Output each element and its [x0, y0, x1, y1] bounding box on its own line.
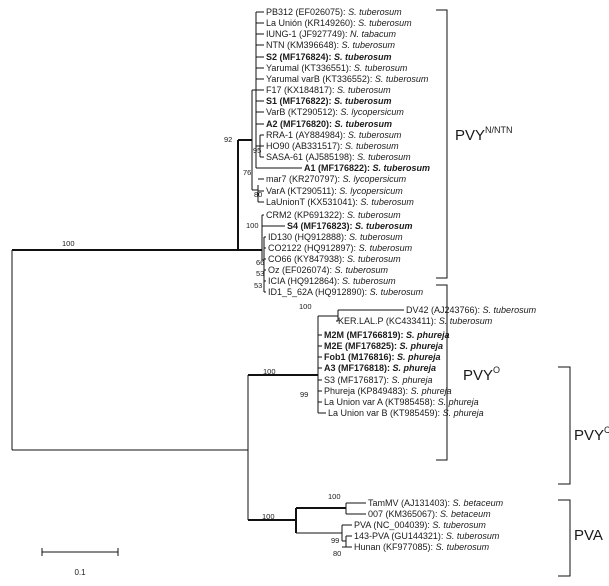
leaf-label: S4 (MF176823): S. tuberosum	[287, 221, 413, 231]
scale-bar-line	[41, 548, 119, 556]
bootstrap-value: 66	[256, 258, 264, 267]
leaf-label: ICIA (HQ912864): S. tuberosum	[268, 276, 396, 286]
leaf-label: A1 (MF176822): S. tuberosum	[304, 163, 430, 173]
leaf-label: M2M (MF1766819): S. phureja	[324, 330, 450, 340]
leaf-label: KER.LAL.P (KC433411): S. tuberosum	[338, 316, 493, 326]
leaf-label: CRM2 (KP691322): S. tuberosum	[266, 210, 401, 220]
clade-label-pvy-ntn: PVYN/NTN	[455, 125, 513, 144]
clade-label-pvy-o: PVYO	[463, 365, 500, 384]
leaf-label: ID130 (HQ912888): S. tuberosum	[268, 232, 403, 242]
bootstrap-value: 80	[254, 190, 262, 199]
leaf-label: La Unión (KR149260): S. tuberosum	[266, 18, 412, 28]
leaf-label: La Union var B (KT985459): S. phureja	[328, 408, 484, 418]
leaf-label: S2 (MF176824): S. tuberosum	[266, 52, 392, 62]
leaf-label: VarB (KT290512): S. lycopersicum	[266, 107, 404, 117]
leaf-label: IUNG-1 (JF927749): N. tabacum	[266, 29, 397, 39]
bracket-pva	[558, 499, 571, 577]
leaf-label: 007 (KM365067): S. betaceum	[368, 509, 491, 519]
bootstrap-value: 100	[62, 239, 75, 248]
clade-label-pvy-c: PVYC	[574, 425, 609, 444]
leaf-label: CO2122 (HQ912897): S. tuberosum	[268, 243, 413, 253]
leaf-label: Hunan (KF977085): S. tuberosum	[354, 542, 490, 552]
bootstrap-value: 53	[256, 269, 264, 278]
leaf-label: SASA-61 (AJ585198): S. tuberosum	[266, 152, 411, 162]
bootstrap-value: 99	[331, 536, 339, 545]
leaf-label: A3 (MF176818): S. phureja	[324, 363, 436, 373]
bootstrap-value: 80	[333, 549, 341, 558]
leaf-label: F17 (KX184817): S. tuberosum	[266, 85, 391, 95]
bootstrap-labels: 100 92 76 95 80 100 66 53 53 100 100 99 100 100 99 80	[62, 135, 341, 558]
leaf-label: LaUnionT (KX531041): S. tuberosum	[266, 197, 414, 207]
bootstrap-value: 100	[262, 512, 275, 521]
leaf-label: TamMV (AJ131403): S. betaceum	[368, 498, 504, 508]
leaf-label: S1 (MF176822): S. tuberosum	[266, 96, 392, 106]
bracket-pvy-o	[436, 284, 448, 461]
leaf-label: PVA (NC_004039): S. tuberosum	[354, 520, 486, 530]
leaf-label: Fob1 (M176816): S. phureja	[324, 352, 441, 362]
leaf-label: DV42 (AJ243766): S. tuberosum	[406, 305, 537, 315]
leaf-label: ID1_5_62A (HQ912890): S. tuberosum	[268, 287, 424, 297]
leaf-label: Yarumal varB (KT336552): S. tuberosum	[266, 74, 429, 84]
leaf-label: PB312 (EF026075): S. tuberosum	[266, 7, 402, 17]
leaf-label: S3 (MF176817): S. phureja	[324, 375, 433, 385]
leaf-label: CO66 (KY847938): S. tuberosum	[268, 254, 401, 264]
bootstrap-value: 100	[263, 367, 276, 376]
leaf-label: VarA (KT290511): S. lycopersicum	[266, 186, 403, 196]
bootstrap-value: 100	[299, 302, 312, 311]
bootstrap-value: 100	[328, 492, 341, 501]
bootstrap-value: 100	[246, 221, 259, 230]
leaf-label: NTN (KM396648): S. tuberosum	[266, 40, 396, 50]
leaf-label: La Union var A (KT985458): S. phureja	[324, 397, 479, 407]
leaf-label: M2E (MF176825): S. phureja	[324, 341, 443, 351]
bootstrap-value: 76	[243, 168, 251, 177]
bracket-pvy-ntn	[436, 9, 448, 279]
clade-labels: PVYN/NTN PVYO PVYC PVA	[455, 125, 609, 544]
leaf-label: RRA-1 (AY884984): S. tuberosum	[266, 130, 402, 140]
leaf-label: HO90 (AB331517): S. tuberosum	[266, 141, 399, 151]
scale-bar: 0.1	[41, 548, 119, 577]
bootstrap-value: 92	[224, 135, 232, 144]
leaf-label: 143-PVA (GU144321): S. tuberosum	[354, 531, 500, 541]
bootstrap-value: 53	[254, 281, 262, 290]
bracket-pvy-c	[558, 366, 571, 485]
tree-branches	[11, 11, 404, 548]
bootstrap-value: 95	[253, 146, 261, 155]
clade-brackets	[436, 9, 571, 577]
leaf-label: A2 (MF176820): S. tuberosum	[266, 119, 392, 129]
leaf-label: Yarumal (KT336551): S. tuberosum	[266, 63, 408, 73]
leaf-label: Phureja (KP849483): S. phureja	[324, 386, 452, 396]
bootstrap-value: 99	[300, 390, 308, 399]
leaf-label: Oz (EF026074): S. tuberosum	[268, 265, 389, 275]
scale-bar-label: 0.1	[74, 568, 86, 577]
clade-label-pva: PVA	[574, 527, 603, 544]
leaf-label: mar7 (KR270797): S. lycopersicum	[266, 174, 407, 184]
